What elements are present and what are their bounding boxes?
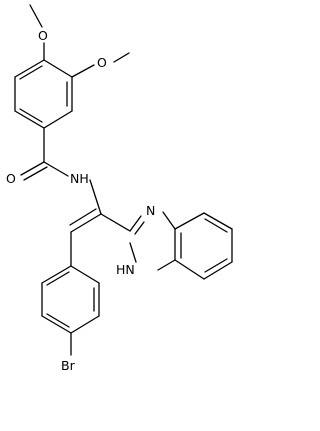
atom-label-br: Br xyxy=(61,358,76,373)
bond-n-vinyl xyxy=(89,179,102,215)
molecule-structure: O O O NH N HN Br xyxy=(6,4,233,373)
atom-labels: O O O NH N HN Br xyxy=(6,28,155,373)
atom-label-nh-imidazole: HN xyxy=(116,262,135,277)
bond-benz-b xyxy=(203,212,233,230)
bond-imid-c-n1 xyxy=(157,259,176,271)
atom-label-o-top: O xyxy=(38,28,48,43)
bond-benz-d xyxy=(203,261,233,280)
bond-vinyl-imidazole xyxy=(100,213,131,232)
bond-methyl-o-top xyxy=(29,4,43,28)
bond-ring2-d xyxy=(41,315,72,334)
bond-carbonyl-n xyxy=(43,161,69,177)
bond-ring1-inner-2 xyxy=(19,108,43,123)
bond-carbonyl-o-1 xyxy=(20,161,45,176)
bond-imid-c2-n3-inner xyxy=(134,221,145,235)
bond-ring1-inner-3 xyxy=(19,65,43,80)
atom-label-o-mid: O xyxy=(97,55,107,70)
bond-benz-a xyxy=(174,212,205,230)
bond-ring2-a xyxy=(70,265,100,284)
bond-benz-inner-1 xyxy=(204,218,228,233)
bond-benz-inner-2 xyxy=(204,258,228,273)
bond-imid-n1-c2 xyxy=(129,242,137,263)
bond-ring2-c xyxy=(70,315,100,334)
bond-carbonyl-o-2 xyxy=(23,166,48,181)
bond-vinyl-1 xyxy=(70,213,102,233)
bond-vinyl-2 xyxy=(69,208,97,226)
bond-ring-o-mid xyxy=(71,64,95,78)
bond-ring1-c xyxy=(43,110,73,129)
bond-ring1-a xyxy=(43,59,73,78)
atom-label-n-amide: NH xyxy=(70,171,89,186)
bond-o-mid-methyl xyxy=(113,52,130,63)
bond-ring2-inner-3 xyxy=(46,271,70,286)
atom-label-o-carbonyl: O xyxy=(6,171,16,186)
bond-ring1-d xyxy=(14,110,45,129)
bond-benz-e xyxy=(174,259,205,280)
bonds xyxy=(14,4,233,356)
bond-imid-c2-n3 xyxy=(129,215,142,232)
atom-label-n-imidazole: N xyxy=(146,203,155,218)
bond-imid-n3-c xyxy=(162,211,176,230)
bond-ring1-f xyxy=(14,59,45,78)
bond-ring2-f xyxy=(41,265,72,284)
bond-ring2-inner-2 xyxy=(46,313,70,328)
